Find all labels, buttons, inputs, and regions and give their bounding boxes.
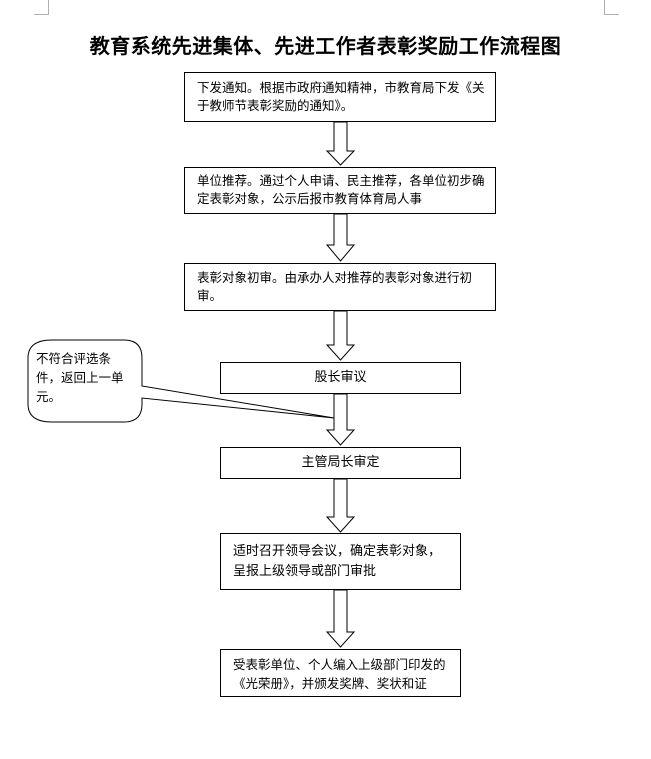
down-arrow-1 [325, 121, 356, 166]
step-5-box: 主管局长审定 [220, 447, 461, 479]
down-arrow-2 [325, 213, 356, 262]
step-2-box: 单位推荐。通过个人申请、民主推荐，各单位初步确定表彰对象，公示后报市教育体育局人… [184, 167, 496, 214]
step-4-text: 股长审议 [314, 370, 367, 385]
step-7-box: 受表彰单位、个人编入上级部门印发的《光荣册》，并颁发奖牌、奖状和证 [220, 649, 461, 697]
step-3-box: 表彰对象初审。由承办人对推荐的表彰对象进行初审。 [184, 263, 496, 311]
step-7-text: 受表彰单位、个人编入上级部门印发的《光荣册》，并颁发奖牌、奖状和证 [233, 657, 446, 691]
step-6-box: 适时召开领导会议，确定表彰对象，呈报上级领导或部门审批 [220, 533, 461, 590]
page-corner-mark-left [34, 0, 49, 15]
step-1-box: 下发通知。根据市政府通知精神，市教育局下发《关于教师节表彰奖励的通知》。 [184, 72, 496, 122]
page-title: 教育系统先进集体、先进工作者表彰奖励工作流程图 [89, 34, 562, 58]
step-2-text: 单位推荐。通过个人申请、民主推荐，各单位初步确定表彰对象，公示后报市教育体育局人… [197, 173, 485, 206]
down-arrow-6 [325, 589, 356, 648]
step-5-text: 主管局长审定 [301, 455, 380, 470]
step-4-box: 股长审议 [220, 362, 461, 394]
step-1-text: 下发通知。根据市政府通知精神，市教育局下发《关于教师节表彰奖励的通知》。 [197, 80, 485, 113]
callout-note-text: 不符合评选条件，返回上一单元。 [36, 351, 124, 404]
step-3-text: 表彰对象初审。由承办人对推荐的表彰对象进行初审。 [197, 270, 473, 303]
down-arrow-4 [325, 393, 356, 446]
down-arrow-3 [325, 310, 356, 361]
callout-bubble [27, 339, 335, 423]
down-arrow-5 [325, 478, 356, 533]
step-6-text: 适时召开领导会议，确定表彰对象，呈报上级领导或部门审批 [233, 544, 442, 579]
page-corner-mark-right [604, 0, 619, 15]
